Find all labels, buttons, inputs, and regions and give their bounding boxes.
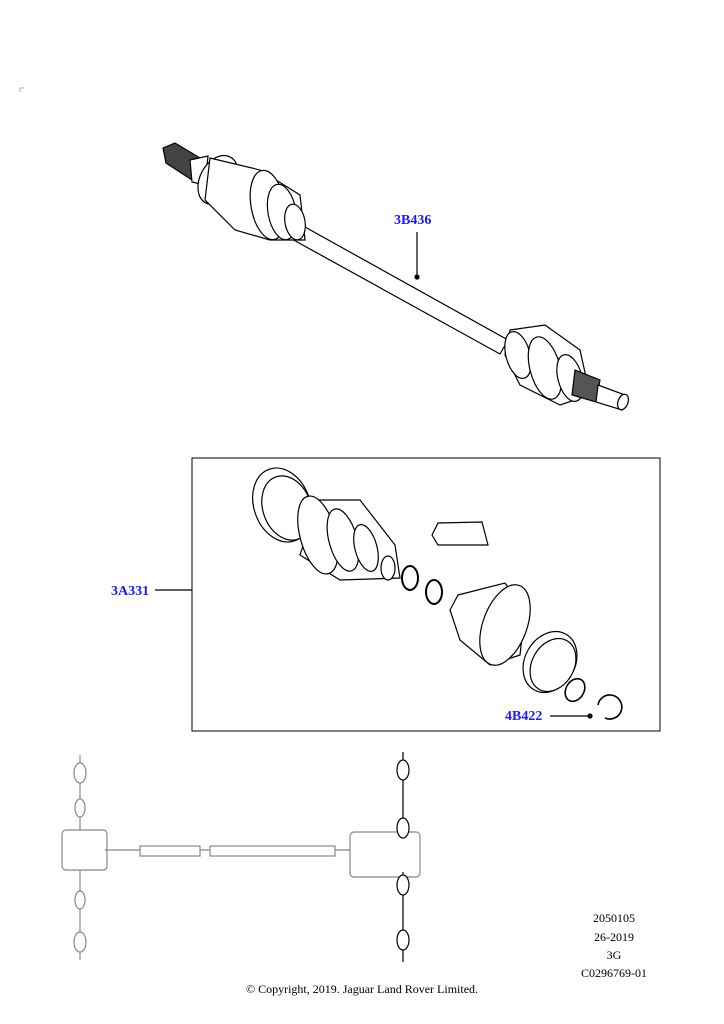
boot-kit-frame: [191, 457, 661, 732]
meta-line-1: 2050105: [593, 911, 635, 925]
callout-3a331[interactable]: 3A331: [111, 584, 150, 599]
meta-line-4: C0296769-01: [581, 966, 647, 980]
vehicle-locator: [61, 755, 421, 960]
corner-mark: [19, 87, 24, 92]
callout-3b436[interactable]: 3B436: [394, 213, 432, 228]
copyright: © Copyright, 2019. Jaguar Land Rover Lim…: [245, 982, 479, 996]
boot-kit-parts: [252, 467, 623, 720]
halfshaft-assembly: [162, 142, 630, 411]
callout-4b422[interactable]: 4B422: [505, 709, 543, 724]
meta-line-2: 26-2019: [594, 930, 634, 944]
rear-halfshafts-highlight: [396, 752, 410, 962]
meta-line-3: 3G: [606, 948, 622, 962]
